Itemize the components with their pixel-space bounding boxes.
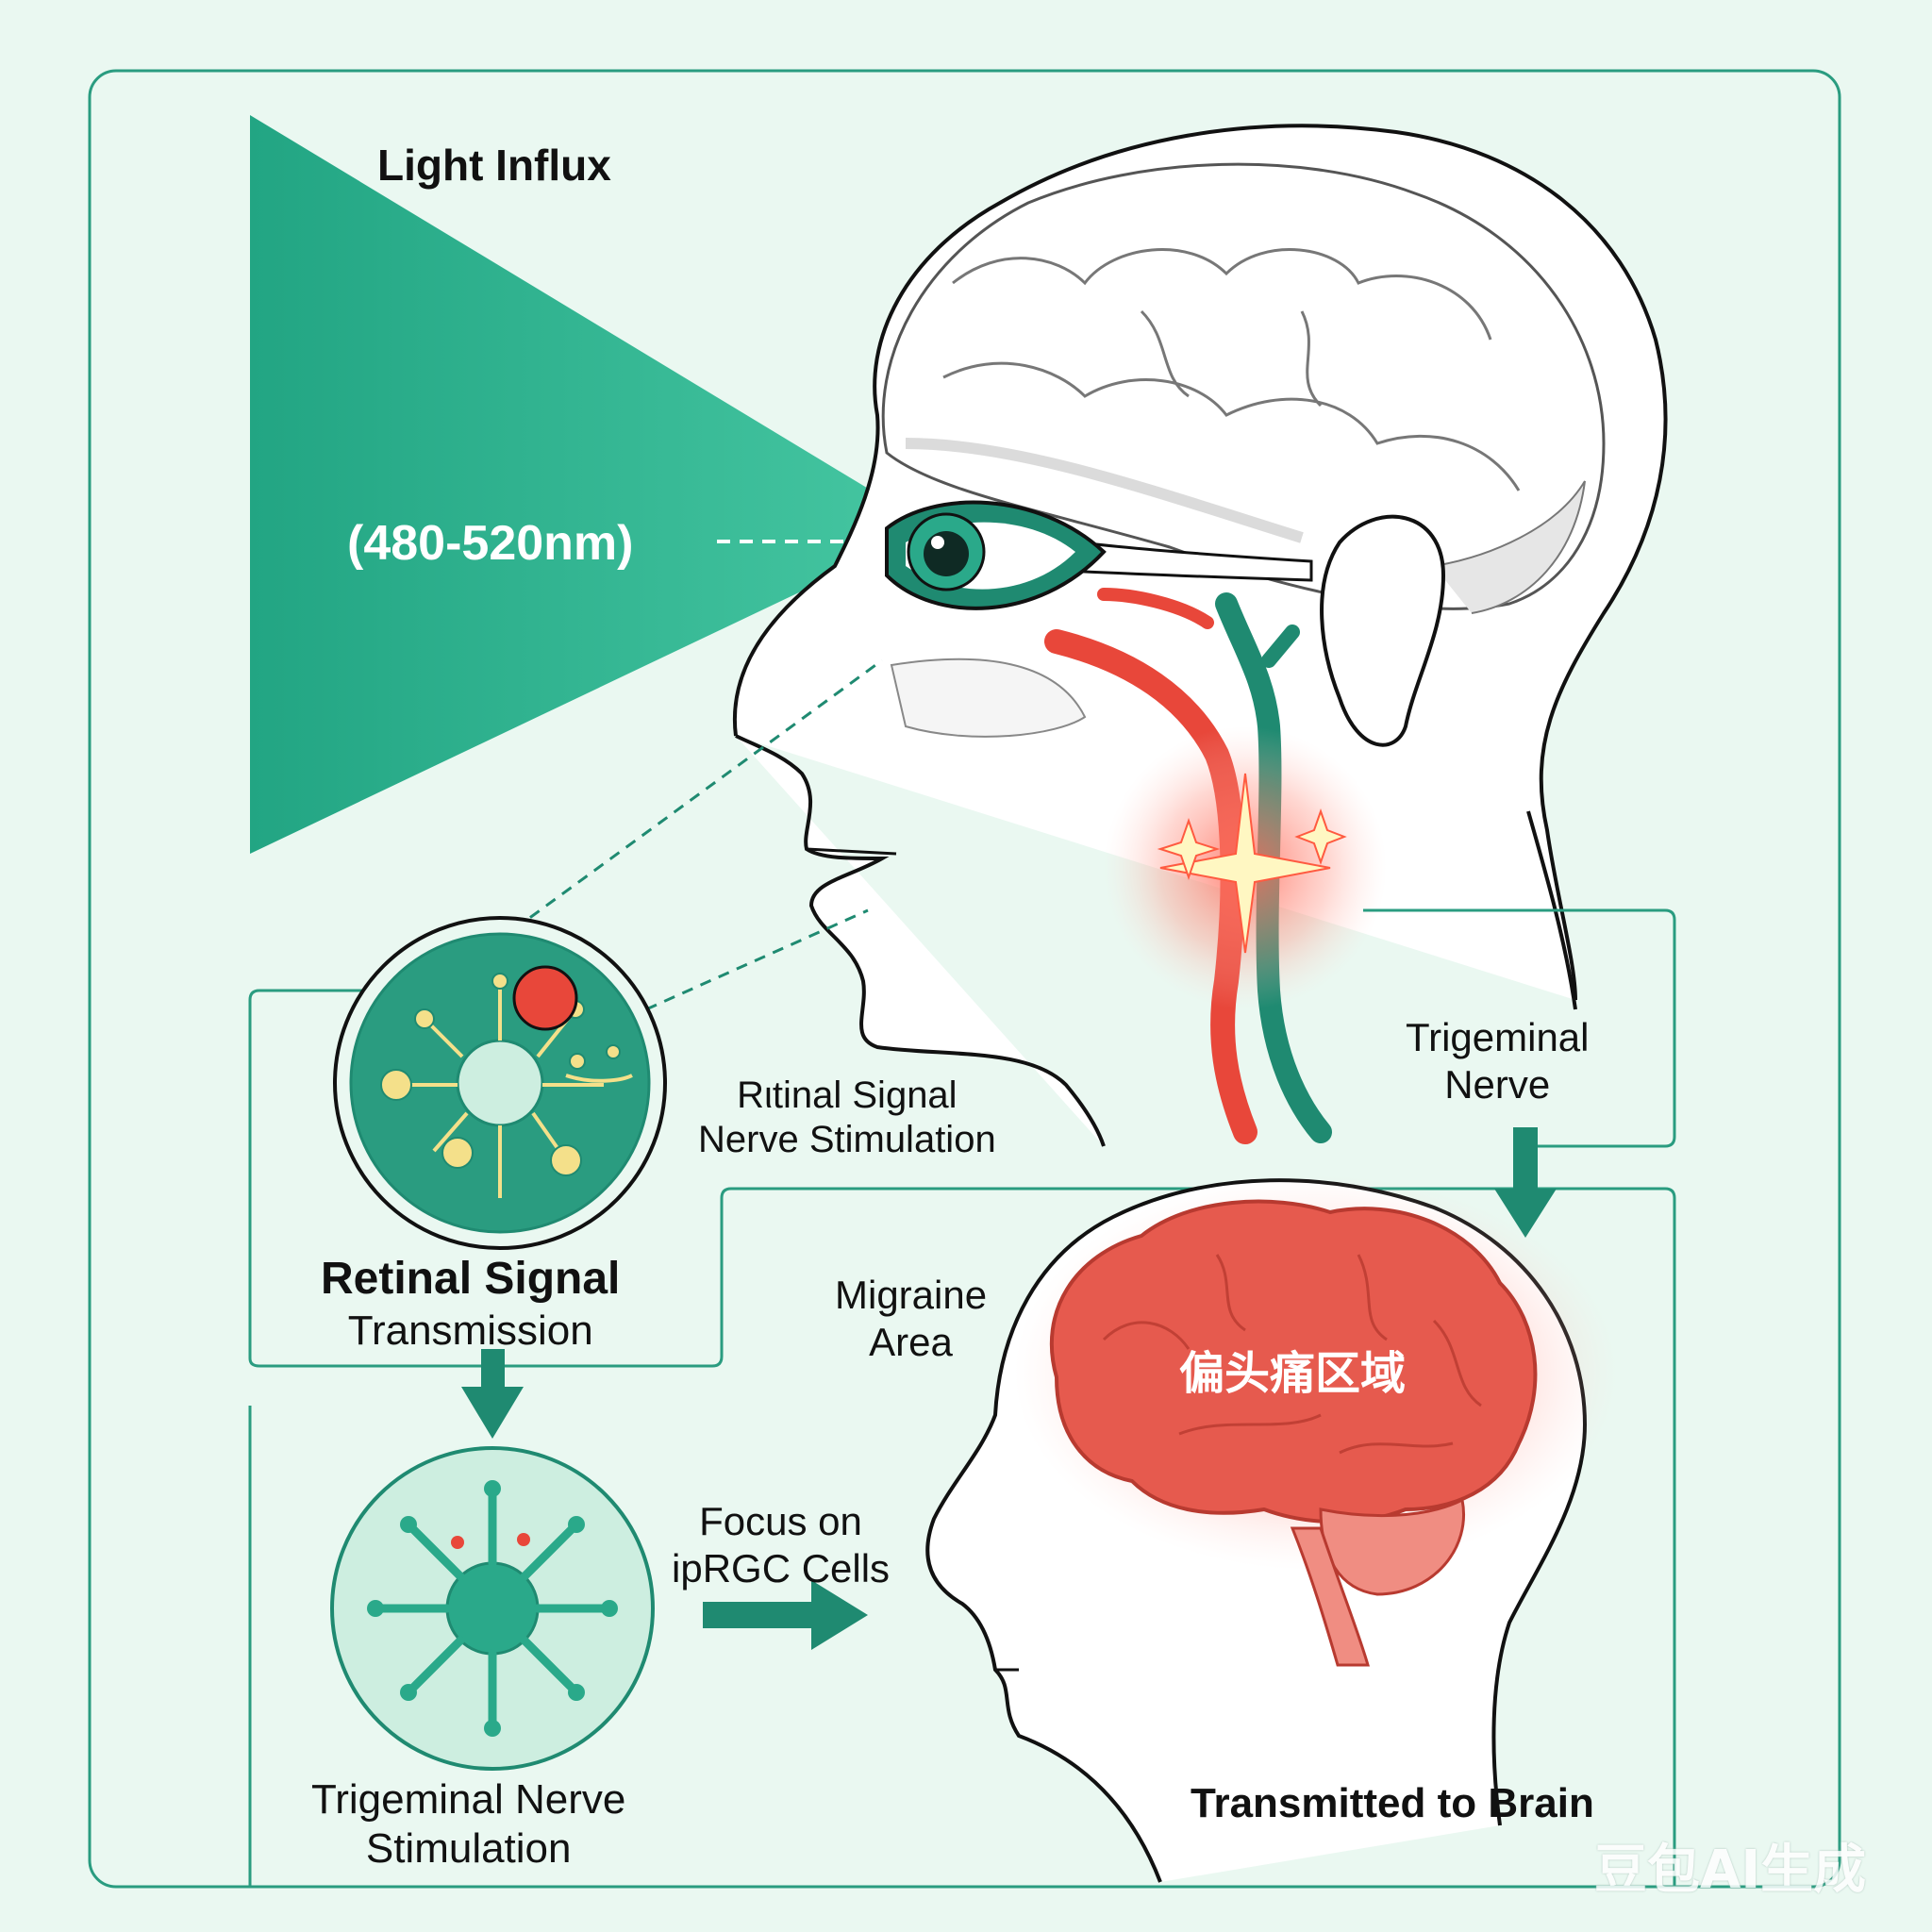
trigeminal-stimulation-label: Trigeminal Nerve Stimulation — [311, 1776, 626, 1872]
iprgc-cell-diagram — [330, 1446, 655, 1771]
retinal-cell-diagram — [333, 916, 667, 1250]
outer-frame — [88, 69, 1841, 1889]
migraine-brain — [1049, 1199, 1538, 1524]
down-arrow-trigeminal — [1494, 1127, 1557, 1238]
cerebellum — [1319, 1497, 1465, 1596]
wavelength-label: (480-520nm) — [347, 516, 634, 571]
watermark: 豆包AI生成 — [1594, 1840, 1867, 1901]
face-lower — [735, 734, 1106, 1147]
guide-line-1 — [513, 658, 883, 931]
head-brain — [881, 162, 1606, 610]
light-influx-label: Light Influx — [377, 141, 611, 190]
down-arrow-retinal — [461, 1349, 524, 1439]
migraine-area-label: Migraine Area — [835, 1273, 988, 1364]
retinal-cell-caption: Rιtinal Signal Nerve Stimulation — [698, 1074, 996, 1161]
focus-iprgc-label: Focus on ipRGC Cells — [672, 1499, 891, 1591]
pain-burst-stars — [1157, 773, 1347, 954]
brainstem — [1290, 1526, 1370, 1667]
retinal-transmission-label: Retinal Signal Transmission — [321, 1254, 621, 1354]
eye-pupil — [924, 531, 969, 576]
transmitted-to-brain-label: Transmitted to Brain — [1191, 1780, 1594, 1826]
light-beam — [250, 115, 934, 854]
right-arrow-focus — [703, 1580, 868, 1650]
connector-right-box — [1363, 908, 1676, 1148]
migraine-area-chinese-label: 偏头痛区域 — [1179, 1347, 1407, 1400]
ear — [1320, 514, 1446, 747]
trigeminal-nerve-label: Trigeminal Nerve — [1406, 1015, 1590, 1107]
guide-line-2 — [645, 908, 869, 1011]
connector-left-box — [248, 989, 1676, 1887]
